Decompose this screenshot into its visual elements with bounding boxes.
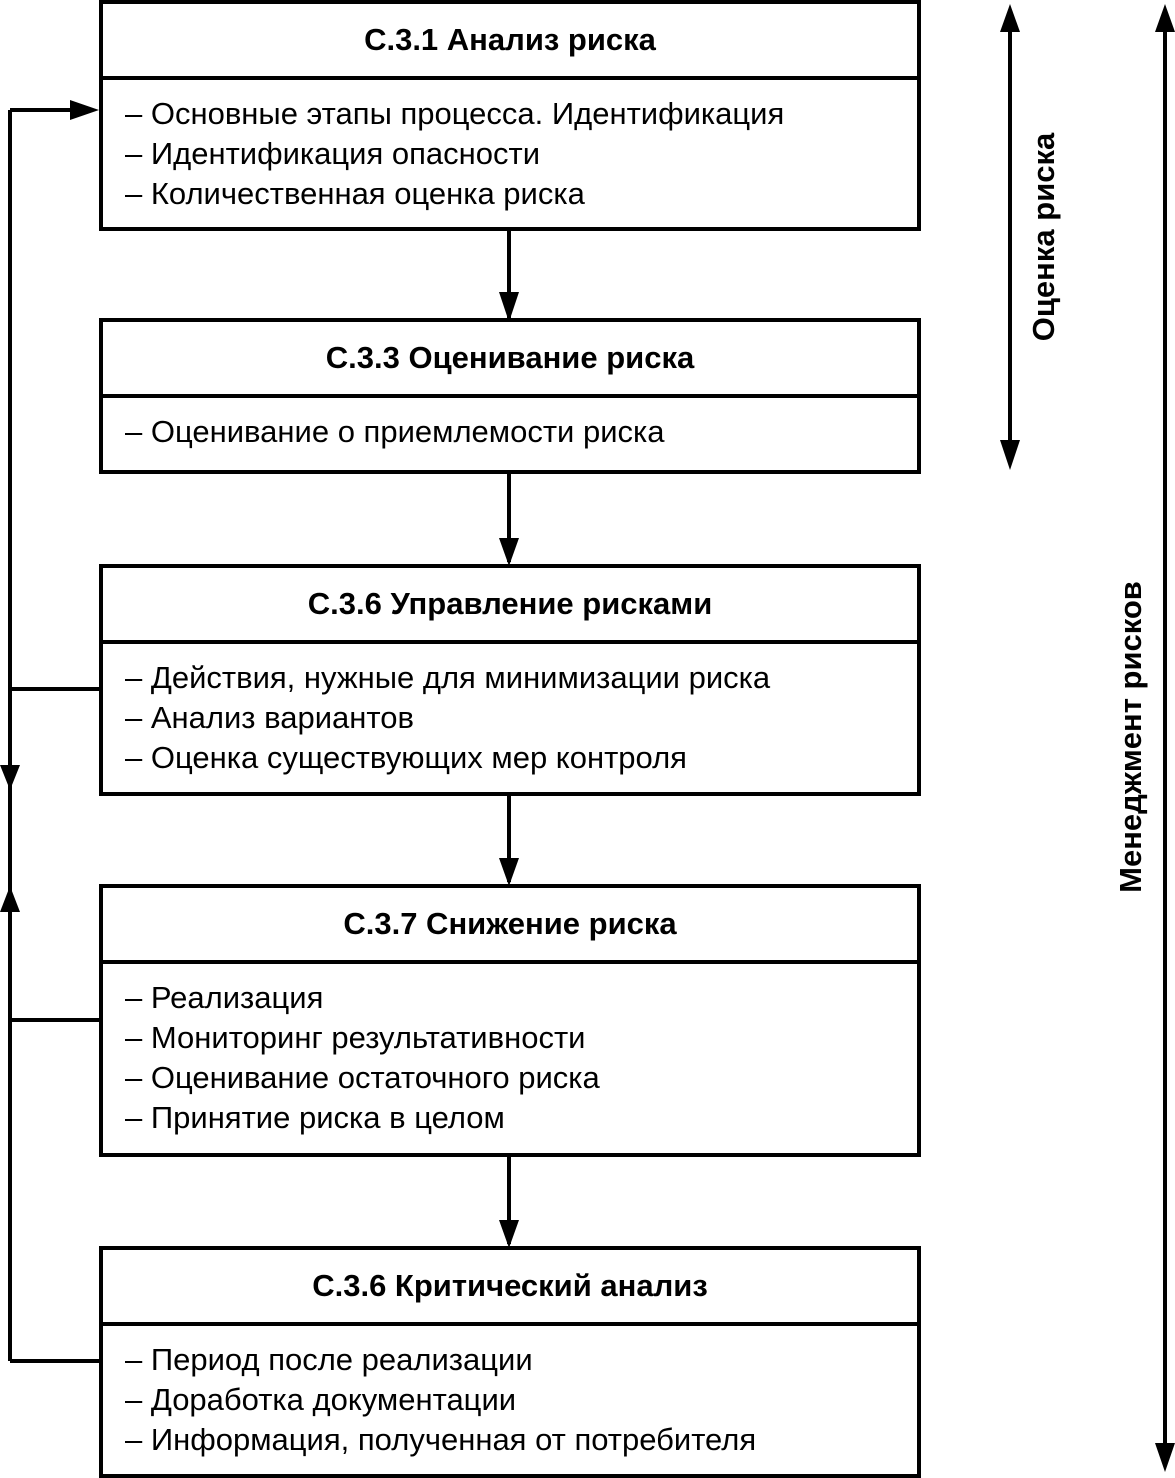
box-item: – Оценивание о приемлемости риска: [125, 414, 665, 449]
box-title: С.3.1 Анализ риска: [103, 4, 917, 80]
feedback-arrowhead-down: [0, 765, 20, 790]
box-body: – Реализация – Мониторинг результативнос…: [103, 964, 917, 1138]
box-item: – Действия, нужные для минимизации риска: [125, 660, 771, 695]
risk-management-arrowhead-top: [1155, 4, 1175, 32]
box-title: С.3.7 Снижение риска: [103, 888, 917, 964]
box-title: С.3.3 Оценивание риска: [103, 322, 917, 398]
flow-arrowhead-2: [499, 538, 519, 566]
box-critical-review: С.3.6 Критический анализ – Период после …: [99, 1246, 921, 1478]
box-risk-analysis: С.3.1 Анализ риска – Основные этапы проц…: [99, 0, 921, 231]
risk-assessment-arrowhead-top: [1000, 4, 1020, 32]
box-body: – Действия, нужные для минимизации риска…: [103, 644, 917, 778]
box-item: – Идентификация опасности: [125, 136, 541, 171]
box-item: – Информация, полученная от потребителя: [125, 1422, 757, 1457]
box-title: С.3.6 Критический анализ: [103, 1250, 917, 1326]
feedback-arrowhead-up: [0, 886, 20, 912]
feedback-arrowhead-top: [70, 100, 99, 120]
label-risk-assessment: Оценка риска: [1026, 132, 1061, 342]
box-risk-management: С.3.6 Управление рисками – Действия, нуж…: [99, 564, 921, 796]
risk-assessment-arrowhead-bottom: [1000, 440, 1020, 470]
box-item: – Оценивание остаточного риска: [125, 1060, 600, 1095]
label-risk-management: Менеджмент рисков: [1113, 581, 1148, 893]
box-item: – Период после реализации: [125, 1342, 533, 1377]
box-item: – Анализ вариантов: [125, 700, 414, 735]
flow-arrowhead-3: [499, 858, 519, 886]
box-item: – Мониторинг результативности: [125, 1020, 586, 1055]
box-title: С.3.6 Управление рисками: [103, 568, 917, 644]
box-item: – Доработка документации: [125, 1382, 517, 1417]
box-item: – Количественная оценка риска: [125, 176, 585, 211]
box-item: – Реализация: [125, 980, 324, 1015]
box-item: – Принятие риска в целом: [125, 1100, 505, 1135]
risk-management-arrowhead-bottom: [1155, 1443, 1175, 1472]
flow-arrowhead-4: [499, 1220, 519, 1248]
box-item: – Основные этапы процесса. Идентификация: [125, 96, 785, 131]
box-body: – Основные этапы процесса. Идентификация…: [103, 80, 917, 214]
box-item: – Оценка существующих мер контроля: [125, 740, 687, 775]
flow-arrowhead-1: [499, 292, 519, 322]
box-risk-evaluation: С.3.3 Оценивание риска – Оценивание о пр…: [99, 318, 921, 474]
box-risk-reduction: С.3.7 Снижение риска – Реализация – Мони…: [99, 884, 921, 1157]
box-body: – Период после реализации – Доработка до…: [103, 1326, 917, 1460]
box-body: – Оценивание о приемлемости риска: [103, 398, 917, 452]
